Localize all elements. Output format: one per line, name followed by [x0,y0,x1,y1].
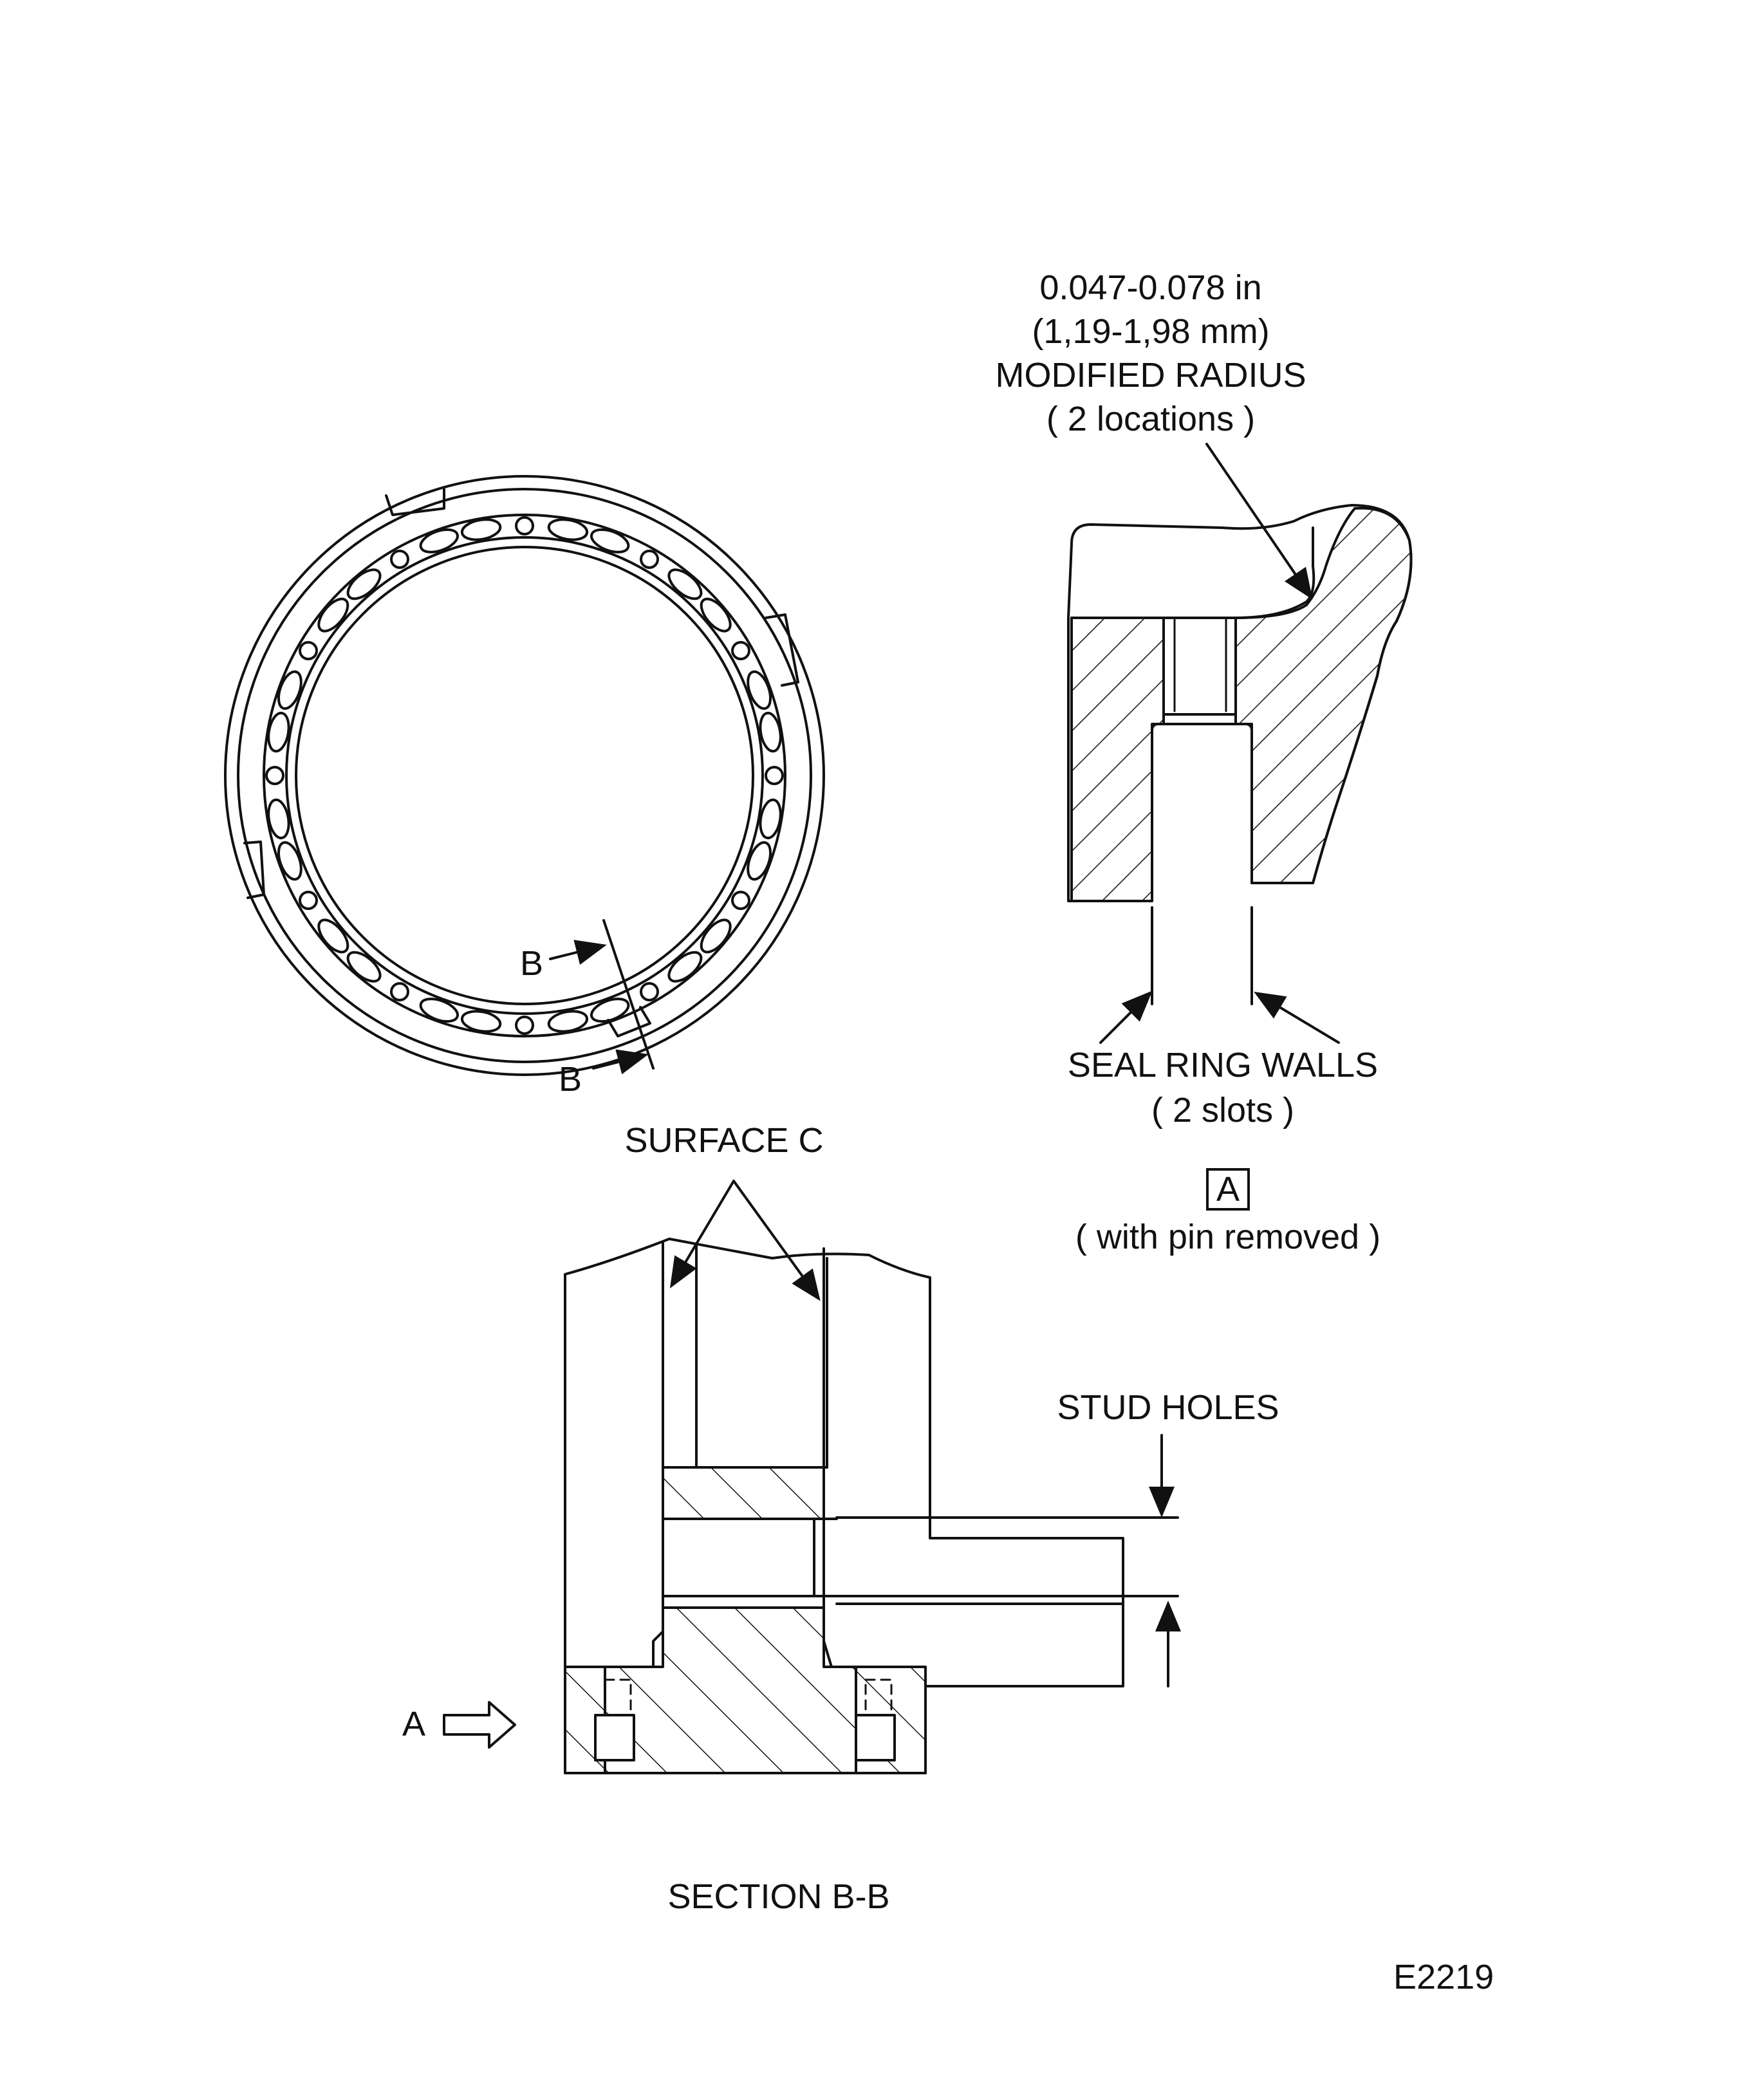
view-a-arrow [443,1701,516,1749]
ring-slot-hole [267,798,290,840]
ring-slot-hole [460,518,502,541]
ring-round-hole [390,550,409,569]
ring-slot-hole [747,841,772,881]
ring-round-hole [299,641,318,660]
ring-slot-hole [667,951,703,983]
section-arrow-upper [549,940,607,965]
ring-notch [243,841,265,899]
section-mark-lower: B [559,1060,582,1099]
detail-a-view [1067,443,1413,1044]
ring-slot-hole [747,670,772,710]
pin-pocket-left-lower [594,1714,635,1761]
ring-slot-hole [547,518,589,541]
ring-slot-hole [667,568,703,600]
section-line-b-b [602,919,655,1070]
ring-slot-hole [590,528,630,553]
radius-locations-label: ( 2 locations ) [1046,400,1256,438]
figure-id: E2219 [1393,1958,1494,1996]
ring-round-hole [265,766,284,785]
ring-notch [385,488,445,516]
surface-c-leader-right [732,1180,821,1301]
ring-round-hole [731,641,750,660]
seal-wall-leader-left [1099,990,1153,1044]
ring-outer-step [237,488,812,1063]
ring-round-hole [640,550,659,569]
ring-slot-hole [419,528,459,553]
detail-a-hatch-right [1234,506,1413,884]
surface-c-label: SURFACE C [624,1121,824,1160]
section-mark-upper: B [520,944,544,983]
ring-slot-hole [317,918,349,954]
ring-round-hole [765,766,784,785]
ring-slot-hole [277,670,302,710]
ring-slot-hole [700,918,732,954]
ring-slot-hole [759,711,782,753]
ring-notch [765,613,799,687]
ring-slot-hole [759,798,782,840]
ring-slot-hole [267,711,290,753]
surface-c-leader-left [669,1180,735,1288]
ring-slot-hole [277,841,302,881]
ring-slot-hole [460,1010,502,1033]
seal-ring-slots-label: ( 2 slots ) [1151,1091,1295,1129]
ring-slot-hole [346,951,382,983]
ring-slot-hole [547,1010,589,1033]
radius-leader [1205,443,1313,600]
ring-round-hole [515,1016,534,1035]
hatch-block-lower [604,1606,857,1774]
ring-bolt-circle-inner [285,536,764,1015]
ring-plan-view [224,475,825,1076]
section-b-b-view [443,1180,1181,1774]
dimension-label: 0.047-0.078 in [1039,268,1262,307]
dimension-mm-label: (1,19-1,98 mm) [1032,312,1270,351]
seal-ring-walls-label: SEAL RING WALLS [1067,1046,1379,1084]
section-channel [652,1241,833,1668]
detail-a-hatch-left [1070,617,1165,902]
hatch-band-upper [662,1466,825,1520]
ring-round-hole [640,982,659,1001]
ring-slot-hole [700,597,732,633]
modified-radius-label: MODIFIED RADIUS [995,356,1306,395]
ring-round-hole [299,891,318,910]
section-arrow-lower [592,1049,649,1075]
ring-round-hole [390,982,409,1001]
section-title: SECTION B-B [667,1877,890,1916]
ring-round-hole [515,516,534,535]
pin-pocket-right-lower [855,1714,896,1761]
ring-outer-edge [224,475,825,1076]
ring-holes [265,516,784,1035]
ring-slot-hole [419,998,459,1023]
ring-slot-hole [590,998,630,1023]
stud-holes-label: STUD HOLES [1057,1388,1279,1427]
view-a-note: ( with pin removed ) [1075,1218,1381,1256]
ring-bore [295,546,754,1005]
ring-notch [607,1006,651,1037]
detail-a-modified-radius [1234,526,1315,619]
view-a-box: A [1205,1168,1250,1211]
ring-slot-hole [346,568,382,600]
section-outer-profile [564,1238,1124,1774]
ring-bolt-circle-outer [263,514,786,1037]
view-arrow-label: A [402,1705,426,1743]
seal-wall-leader-right [1254,991,1340,1044]
ring-round-hole [731,891,750,910]
ring-slot-hole [317,597,349,633]
